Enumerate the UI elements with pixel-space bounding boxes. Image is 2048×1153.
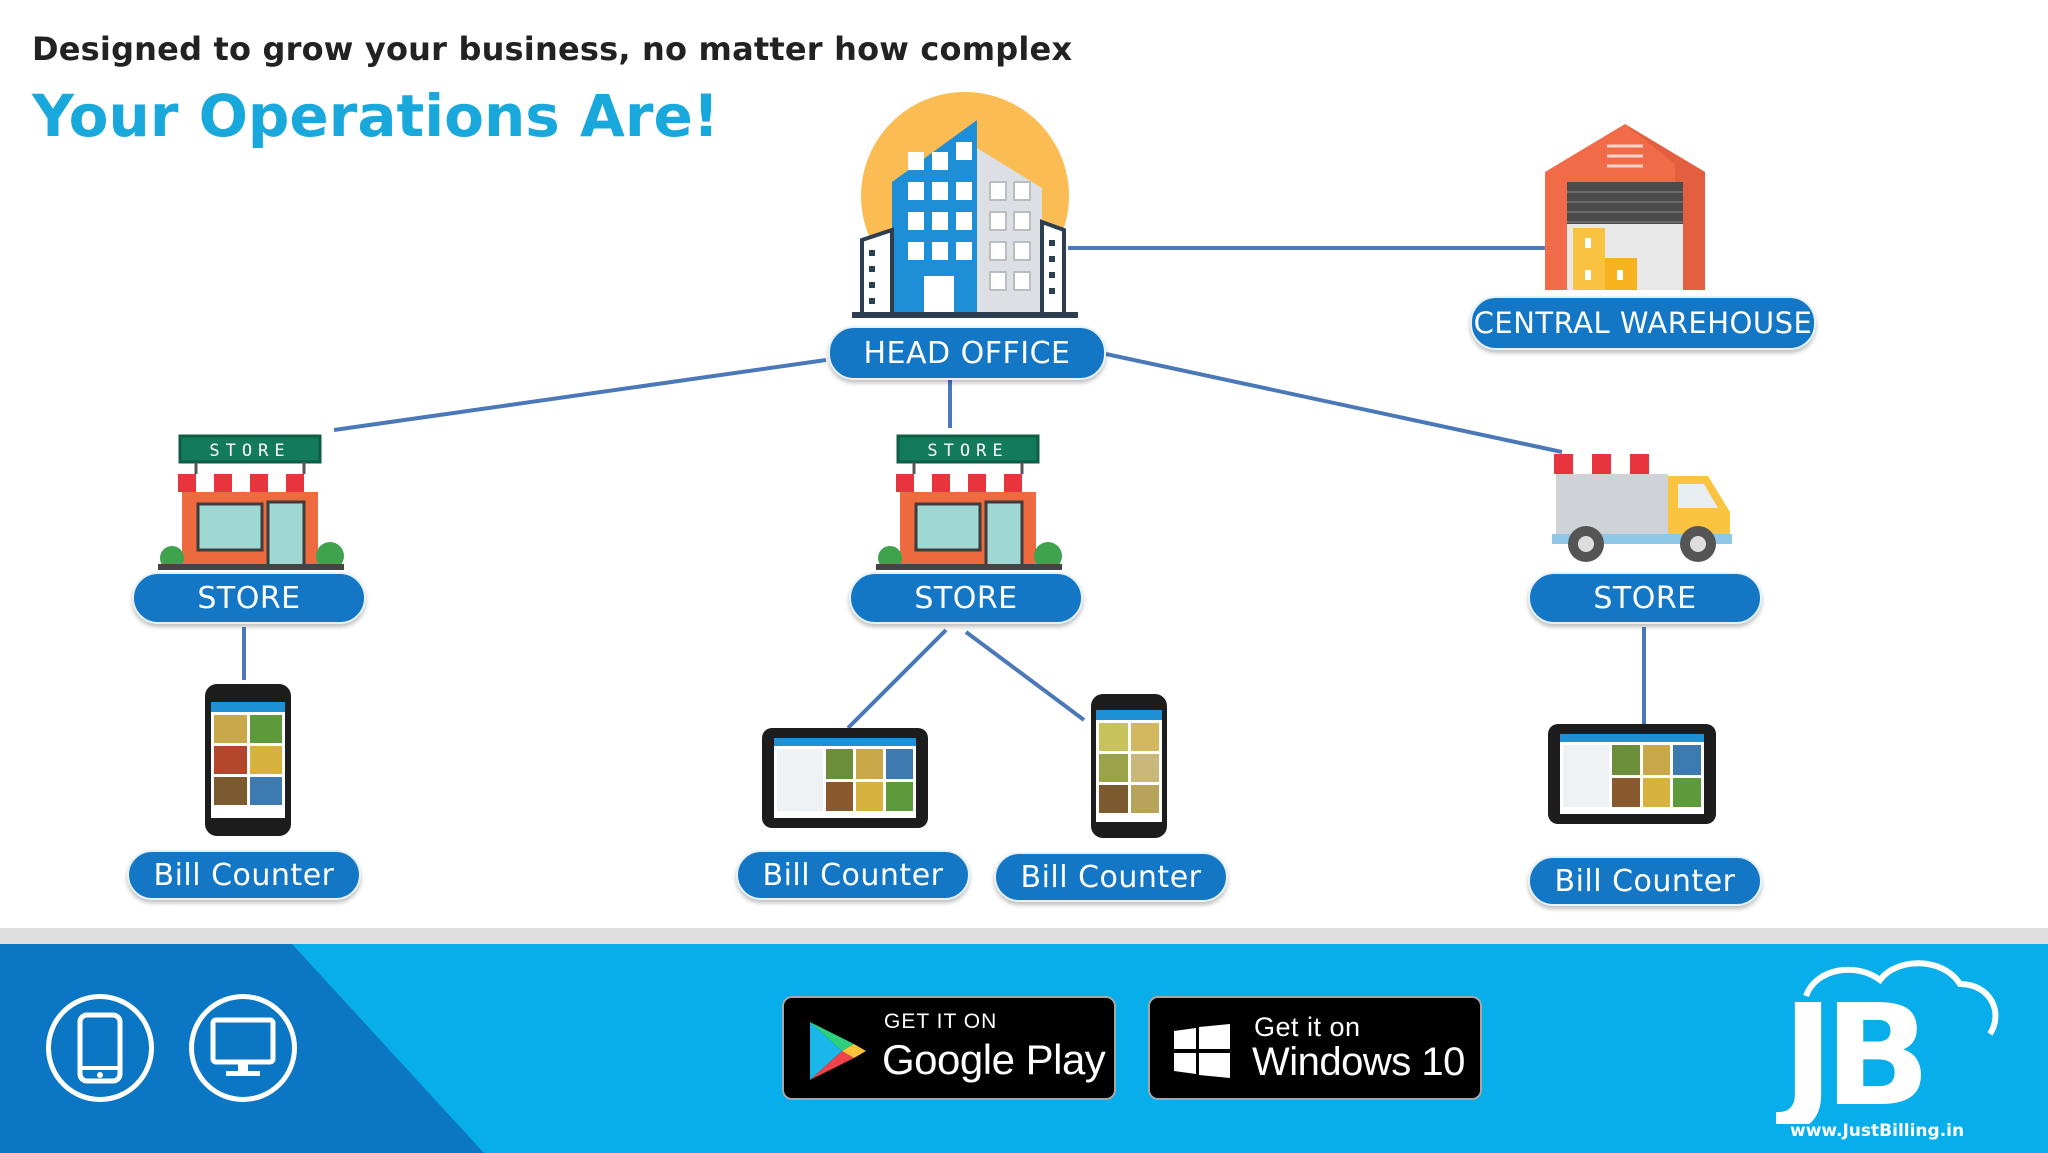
food-truck-icon	[1552, 454, 1732, 562]
desktop-platform-button[interactable]	[189, 994, 297, 1102]
tablet-icon	[762, 728, 928, 828]
footer: GET IT ON Google Play Get it on Windows …	[0, 944, 2048, 1153]
connector-office-store-right	[1105, 352, 1563, 454]
tagline: Designed to grow your business, no matte…	[32, 30, 1073, 68]
play-store-icon	[810, 1022, 866, 1080]
warehouse-icon	[1545, 124, 1705, 290]
google-play-small-text: GET IT ON	[884, 1010, 998, 1033]
store-right-label: STORE	[1528, 572, 1762, 624]
website-link[interactable]: www.JustBilling.in	[1790, 1121, 1965, 1141]
store-sign-text: STORE	[927, 441, 1008, 461]
storefront-icon: STORE	[876, 434, 1062, 570]
google-play-badge[interactable]: GET IT ON Google Play	[782, 996, 1116, 1100]
bill-counter-3-label: Bill Counter	[994, 852, 1228, 902]
phone-icon	[77, 1012, 123, 1084]
head-office-label: HEAD OFFICE	[828, 326, 1106, 380]
central-warehouse-label: CENTRAL WAREHOUSE	[1470, 296, 1816, 350]
bill-counter-1-label: Bill Counter	[127, 850, 361, 900]
connector-store-center-counter-3	[964, 630, 1086, 722]
windows-small-text: Get it on	[1254, 1012, 1361, 1042]
store-center-label: STORE	[849, 572, 1083, 624]
bill-counter-4-label: Bill Counter	[1528, 856, 1762, 906]
footer-divider	[0, 928, 2048, 944]
connector-office-store-left	[333, 358, 827, 432]
building-icon	[852, 92, 1078, 318]
store-left-label: STORE	[132, 572, 366, 624]
mobile-platform-button[interactable]	[46, 994, 154, 1102]
page-title: Your Operations Are!	[32, 82, 720, 150]
store-sign-text: STORE	[209, 441, 290, 461]
windows-big-text: Windows 10	[1252, 1040, 1465, 1084]
connector-store-center-counter-2	[846, 628, 948, 730]
bill-counter-2-label: Bill Counter	[736, 850, 970, 900]
jb-logo: JB	[1776, 960, 1999, 1124]
google-play-big-text: Google Play	[882, 1036, 1106, 1083]
monitor-icon	[210, 1017, 276, 1076]
logo-text: JB	[1776, 975, 1921, 1124]
windows-store-badge[interactable]: Get it on Windows 10	[1148, 996, 1482, 1100]
tablet-icon	[1548, 724, 1716, 824]
phone-icon	[1091, 694, 1167, 838]
storefront-icon: STORE	[158, 434, 344, 570]
phone-icon	[205, 684, 291, 836]
windows-icon	[1174, 1024, 1230, 1078]
